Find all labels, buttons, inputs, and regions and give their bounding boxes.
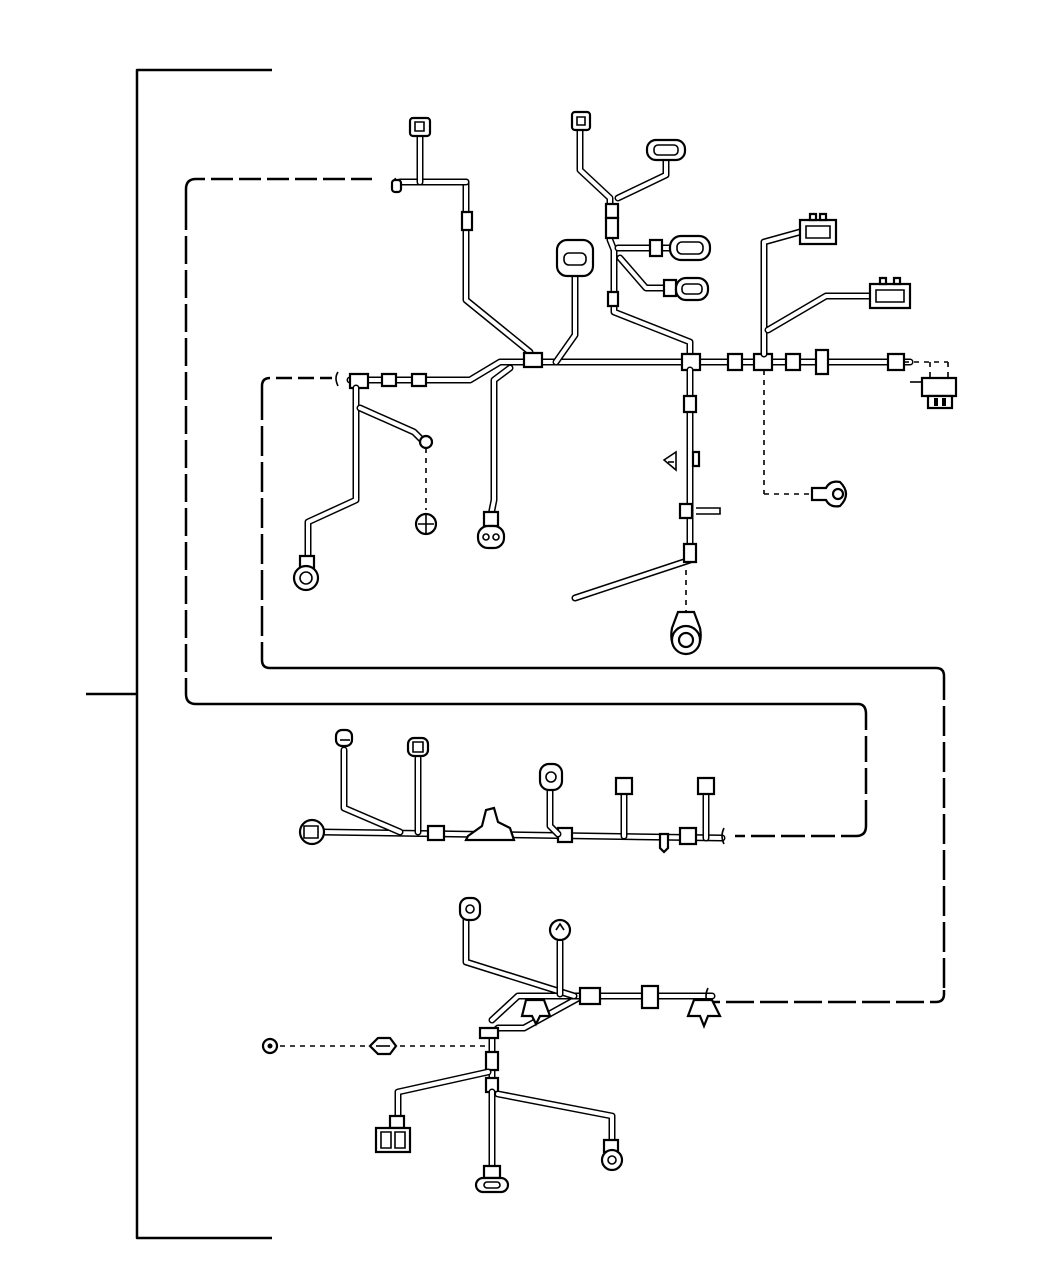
push-clip-icon <box>522 1000 550 1024</box>
connector-icon <box>602 1150 622 1170</box>
harness-branch-middle <box>300 730 724 852</box>
connector-icon <box>550 920 570 940</box>
connector-icon <box>698 778 714 794</box>
wire-clip-icon <box>336 372 338 386</box>
mounting-stud-icon <box>696 508 720 514</box>
routing-dash-marks <box>186 179 944 1002</box>
routing-outline <box>186 179 944 1002</box>
connector-icon <box>540 764 562 790</box>
connector-icon <box>336 730 352 746</box>
connector-icon <box>460 898 480 920</box>
splice-sleeve-icon <box>606 204 618 218</box>
harness-branch-lower <box>263 898 720 1192</box>
connector-icon <box>676 278 708 300</box>
connector-icon <box>410 118 430 136</box>
connector-icon <box>476 1178 508 1192</box>
splice-sleeve-icon <box>608 292 618 306</box>
splice-sleeve-icon <box>462 212 472 230</box>
connector-icon <box>670 236 710 260</box>
connector-icon <box>922 378 956 396</box>
assembly-bracket <box>86 70 272 1238</box>
connector-icon <box>616 778 632 794</box>
connector-icon <box>572 112 590 130</box>
connector-icon <box>478 526 504 548</box>
junction-block-icon <box>480 1028 498 1038</box>
connector-icon <box>294 566 318 590</box>
junction-block-icon <box>524 353 542 367</box>
terminal-icon <box>660 834 668 852</box>
mounting-bracket-icon <box>466 808 514 840</box>
ring-terminal-icon <box>812 482 846 507</box>
connector-icon <box>408 738 428 756</box>
connector-icon <box>557 240 593 276</box>
push-clip-icon <box>664 452 676 470</box>
push-clip-icon <box>688 1000 720 1026</box>
junction-block-icon <box>350 374 368 388</box>
wire-clip-icon <box>722 828 724 844</box>
connector-icon <box>647 140 685 160</box>
harness-branch-upper <box>294 112 956 654</box>
